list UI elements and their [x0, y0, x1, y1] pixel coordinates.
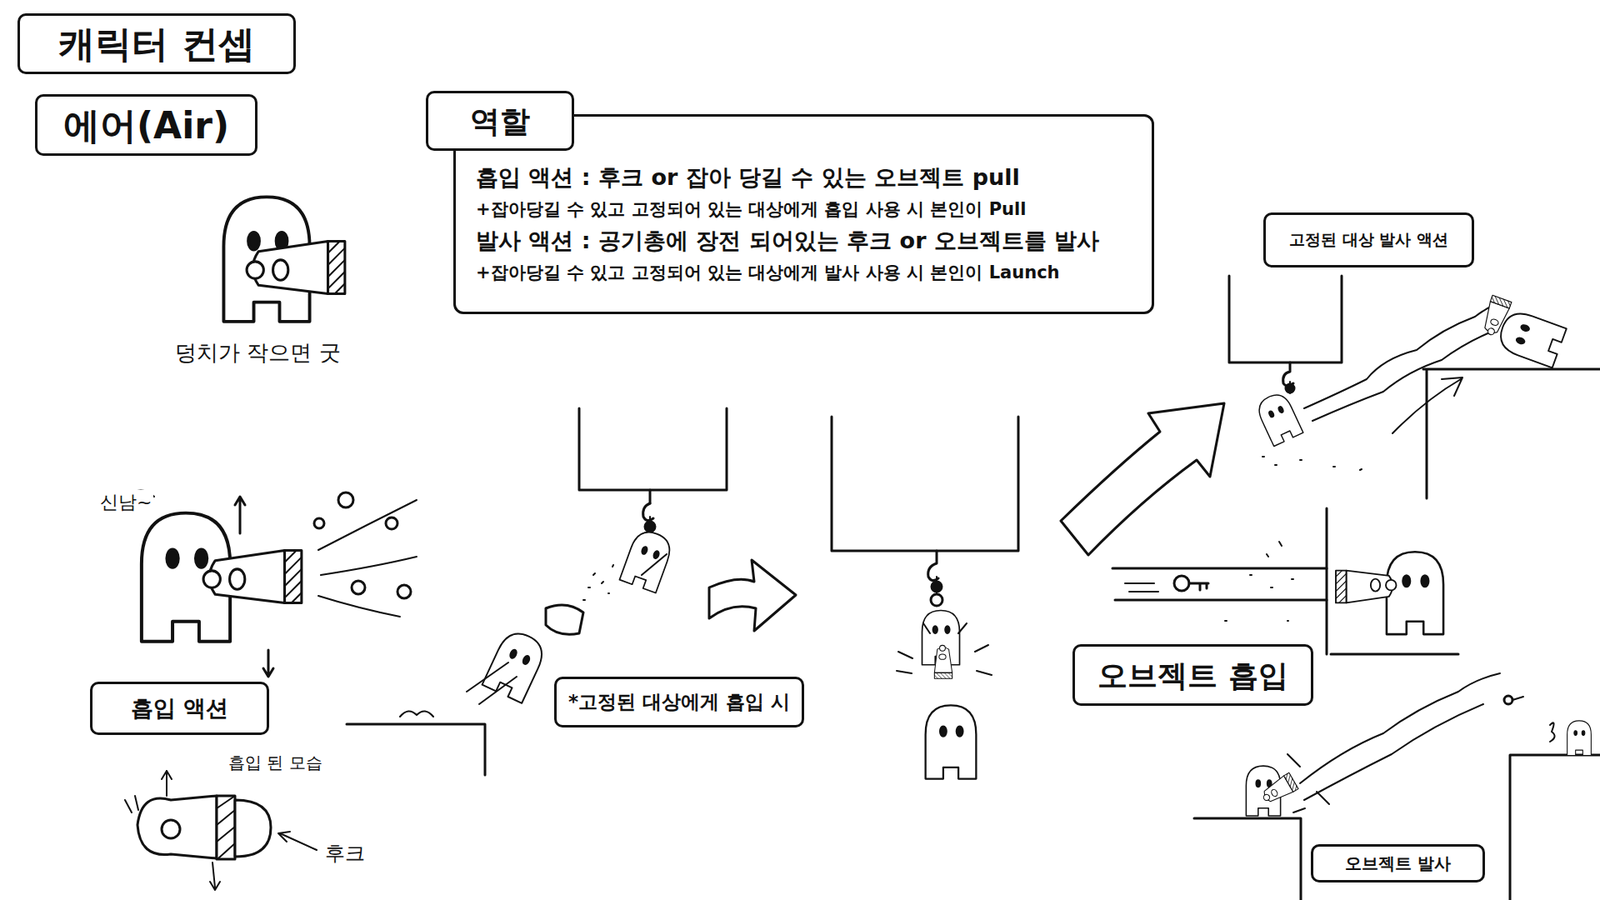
- box-text: 고정된 대상 발사 액션: [1289, 230, 1449, 250]
- label-box: 에어(Air): [35, 94, 258, 156]
- label-box: 오브젝트 흡입: [1072, 644, 1314, 706]
- role-line: 발사 액션 : 공기총에 장전 되어있는 후크 or 오브젝트를 발사: [475, 226, 1134, 255]
- handwritten-note: 신남~: [98, 490, 154, 515]
- box-text: 오브젝트 흡입: [1097, 656, 1289, 695]
- role-line: +잡아당길 수 있고 고정되어 있는 대상에게 발사 사용 시 본인이 Laun…: [475, 261, 1134, 284]
- box-text: *고정된 대상에게 흡입 시: [568, 690, 790, 715]
- title-heading: 캐릭터 컨셉: [17, 13, 296, 75]
- handwritten-note: 흡입 된 모습: [226, 751, 325, 775]
- label-box: 고정된 대상 발사 액션: [1263, 212, 1475, 268]
- label-box: 역할: [425, 90, 575, 151]
- role-line: 흡입 액션 : 후크 or 잡아 당길 수 있는 오브젝트 pull: [475, 163, 1134, 192]
- role-line: +잡아당길 수 있고 고정되어 있는 대상에게 흡입 사용 시 본인이 Pull: [475, 198, 1134, 220]
- box-text: 오브젝트 발사: [1345, 853, 1451, 875]
- handwritten-note: 덩치가 작으면 굿: [173, 338, 343, 368]
- label-box: *고정된 대상에게 흡입 시: [554, 676, 805, 728]
- box-text: 에어(Air): [63, 102, 230, 149]
- label-box: 오브젝트 발사: [1310, 844, 1485, 883]
- handwritten-note: 후크: [323, 840, 367, 867]
- box-text: 흡입 액션: [130, 694, 229, 723]
- box-text: 역할: [470, 102, 530, 140]
- label-box: 흡입 액션: [90, 681, 270, 735]
